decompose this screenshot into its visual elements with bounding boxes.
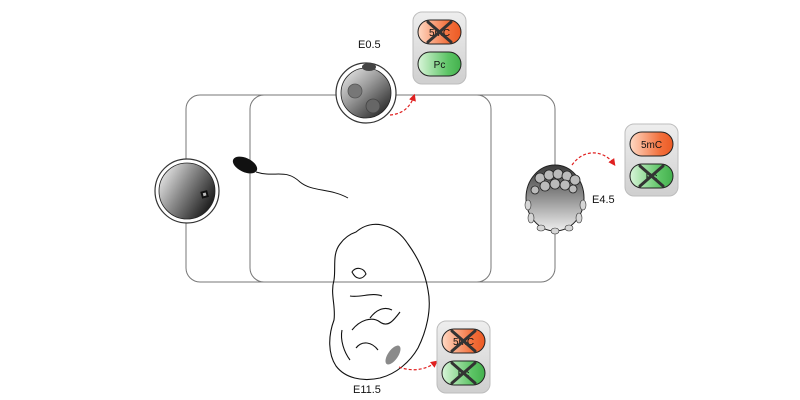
arrow-e11-5 [398, 360, 438, 371]
marks-panel-e4-5: 5mC Pc [624, 123, 679, 197]
pill-5mc-e4-5: 5mC [629, 131, 674, 157]
embryo-germline-icon [385, 345, 401, 365]
egg-cell-icon [154, 158, 220, 224]
pill-label-pc-e0-5: Pc [434, 60, 446, 71]
cross-mark-5mc-e11-5 [450, 329, 477, 353]
cross-mark-5mc-e0-5 [426, 20, 453, 44]
pill-pc-e11-5: Pc [441, 360, 486, 386]
pill-label-5mc-e4-5: 5mC [641, 140, 662, 151]
marks-panel-e11-5: 5mC Pc [436, 320, 491, 394]
embryo-icon [329, 223, 430, 381]
stage-label-e11-5: E11.5 [353, 384, 381, 396]
arrow-e0-5 [389, 93, 416, 116]
cross-mark-pc-e11-5 [450, 361, 477, 385]
stage-label-e0-5: E0.5 [358, 39, 381, 51]
sperm-cell-icon [232, 156, 349, 199]
pill-pc-e0-5: Pc [417, 51, 462, 77]
pill-5mc-e0-5: 5mC [417, 19, 462, 45]
cross-mark-pc-e4-5 [638, 164, 665, 188]
marks-panel-e0-5: 5mC Pc [412, 11, 467, 85]
blastocyst-icon [524, 164, 587, 235]
stage-label-e4-5: E4.5 [592, 194, 615, 206]
pill-pc-e4-5: Pc [629, 163, 674, 189]
pill-5mc-e11-5: 5mC [441, 328, 486, 354]
zygote-icon [335, 62, 397, 124]
arrow-e4-5 [571, 152, 616, 166]
